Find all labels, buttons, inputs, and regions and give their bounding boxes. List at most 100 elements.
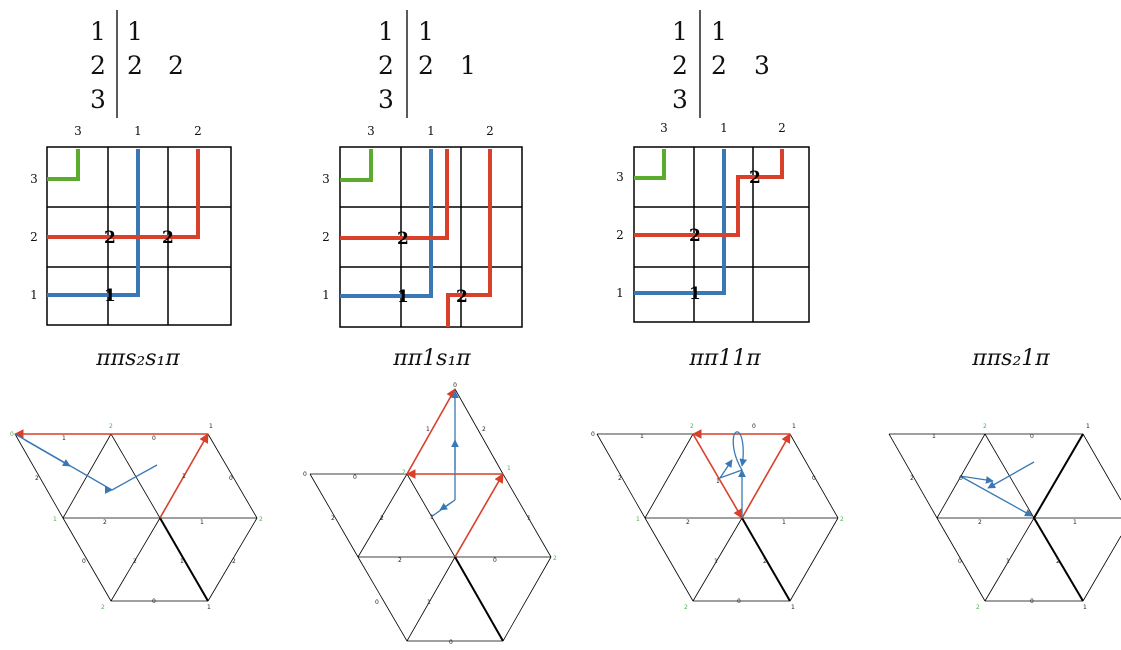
edge-label: 1: [782, 519, 786, 526]
edge-label: 0: [449, 639, 453, 646]
vertex-label: 0: [453, 382, 457, 389]
triangle-lattice-3: 0 2 1 1 2 2 1 1 0 2 1 2 1 0 1 2 0: [591, 423, 844, 611]
side-label: 2: [616, 228, 624, 242]
edge-label: 1: [1073, 519, 1077, 526]
path-red-arrow: [454, 473, 504, 558]
edge-label: 0: [958, 558, 962, 565]
edge-label: 0: [82, 558, 86, 565]
path-blue-arrow: [959, 475, 1033, 517]
crossing-label: 2: [689, 226, 701, 246]
lattice-edge-bold: [741, 517, 791, 602]
tableau-right-cell: 1: [127, 17, 143, 46]
vertex-label: 2: [684, 604, 688, 611]
crossing-label: 1: [397, 287, 409, 307]
vertex-label: 1: [791, 604, 795, 611]
triangle-lattice-1: 0 2 1 1 2 2 1 1 0 0 2 2 1 1 2 0 1 2 0: [10, 423, 263, 611]
lattice-edge-bold: [159, 517, 209, 602]
edge-label: 1: [180, 558, 184, 565]
path-red: [47, 149, 200, 239]
wire-grid-3: 3 1 2 3 2 1 2 2 1: [616, 121, 810, 323]
tableau-1: 1 2 3 1 2 2: [90, 10, 184, 118]
edge-label: 1: [430, 514, 434, 521]
tableau-left-cell: 3: [378, 85, 394, 114]
path-blue-arrow: [959, 475, 994, 484]
lattice-edge-bold: [1033, 517, 1084, 602]
top-label: 3: [367, 124, 375, 138]
vertex-label: 1: [209, 423, 213, 430]
tableau-right-cell: 2: [127, 51, 143, 80]
crossing-label: 2: [162, 228, 174, 248]
side-label: 1: [30, 288, 38, 302]
tableau-left-cell: 1: [378, 17, 394, 46]
edge-label: 2: [978, 519, 982, 526]
side-label: 2: [30, 230, 38, 244]
edge-label: 1: [527, 515, 531, 522]
tableau-left-cell: 3: [672, 85, 688, 114]
tableau-right-cell: 1: [418, 17, 434, 46]
vertex-label: 2: [976, 604, 980, 611]
tableau-right-cell: 3: [754, 51, 770, 80]
path-green: [634, 149, 666, 180]
edge-label: 2: [103, 519, 107, 526]
path-blue-arrow: [987, 461, 1035, 489]
top-label: 2: [486, 124, 494, 138]
path-blue-arrow: [430, 499, 456, 518]
path-red-arrow: [406, 388, 456, 475]
edge-label: 2: [763, 558, 767, 565]
lattice-edges: [888, 433, 1121, 602]
top-label: 3: [74, 124, 82, 138]
wire-grid-1: 3 1 2 3 2 1 2 2 1: [30, 124, 232, 326]
path-red: [634, 149, 784, 237]
path-red-arrow: [159, 433, 209, 519]
side-label: 2: [322, 230, 330, 244]
edge-label: 2: [380, 515, 384, 522]
crossing-label: 2: [749, 168, 761, 188]
vertex-label: 2: [983, 423, 987, 430]
path-red-arrow: [692, 433, 743, 519]
vertex-label: 1: [1083, 604, 1087, 611]
edge-label: 0: [375, 599, 379, 606]
edge-label: 1: [714, 558, 718, 565]
tableau-2: 1 2 3 1 2 1: [378, 10, 476, 118]
edge-label: 0: [152, 598, 156, 605]
side-label: 3: [616, 170, 624, 184]
edge-label: 0: [752, 423, 756, 430]
vertex-label: 2: [259, 516, 263, 523]
path-blue-arrow: [718, 459, 743, 480]
tableau-right-cell: 2: [418, 51, 434, 80]
top-label: 1: [427, 124, 435, 138]
side-label: 3: [30, 172, 38, 186]
side-label: 1: [322, 288, 330, 302]
edge-label: 1: [62, 435, 66, 442]
wire-grid-2: 3 1 2 3 2 1 2 1 2: [322, 124, 523, 328]
edge-label: 1: [640, 433, 644, 440]
vertex-label: 2: [402, 469, 406, 476]
edge-label: 1: [427, 599, 431, 606]
edge-label: 2: [133, 558, 137, 565]
path-green: [47, 149, 80, 181]
path-blue: [634, 149, 726, 295]
vertex-label: 1: [792, 423, 796, 430]
tableau-right-cell: 1: [460, 51, 476, 80]
tableau-left-cell: 2: [90, 51, 106, 80]
lattice-edges: [596, 433, 839, 602]
tableau-right-cell: 2: [168, 51, 184, 80]
tableau-left-cell: 1: [90, 17, 106, 46]
edge-label: 2: [686, 519, 690, 526]
edge-label: 2: [482, 426, 486, 433]
path-blue-loop: [732, 431, 748, 471]
edge-label: 0: [152, 435, 156, 442]
edge-label: 0: [493, 557, 497, 564]
crossing-label: 2: [104, 228, 116, 248]
path-blue: [47, 149, 140, 297]
lattice-edge-bold: [1033, 433, 1084, 519]
edge-label: 1: [716, 478, 720, 485]
triangle-lattice-4: 2 1 2 1 1 0 2 0 2 1 0 1 2 0: [888, 423, 1121, 611]
caption: ππs₂1π: [971, 346, 1050, 371]
edge-label: 1: [426, 426, 430, 433]
crossing-label: 1: [104, 286, 116, 306]
top-label: 2: [778, 121, 786, 135]
tableau-left-cell: 1: [672, 17, 688, 46]
edge-label: 0: [353, 474, 357, 481]
